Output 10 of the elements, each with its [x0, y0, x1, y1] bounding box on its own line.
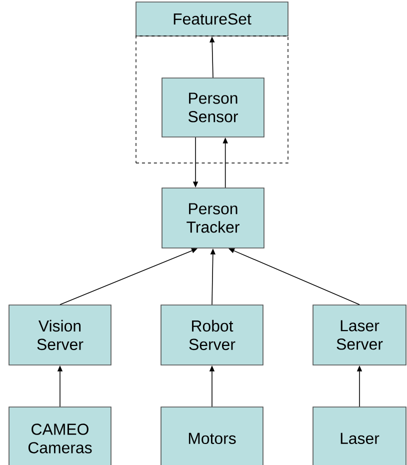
dashed-group-box	[136, 36, 288, 164]
process-box: CAMEO Cameras	[8, 406, 112, 465]
process-box: Motors	[160, 406, 264, 465]
process-box: Robot Server	[160, 304, 264, 366]
process-box: Vision Server	[8, 304, 112, 366]
process-box: Laser Server	[312, 304, 406, 366]
process-box: FeatureSet	[136, 2, 288, 36]
process-box: Person Tracker	[162, 188, 264, 248]
process-box: Laser	[312, 406, 406, 465]
process-box: Person Sensor	[162, 78, 264, 138]
